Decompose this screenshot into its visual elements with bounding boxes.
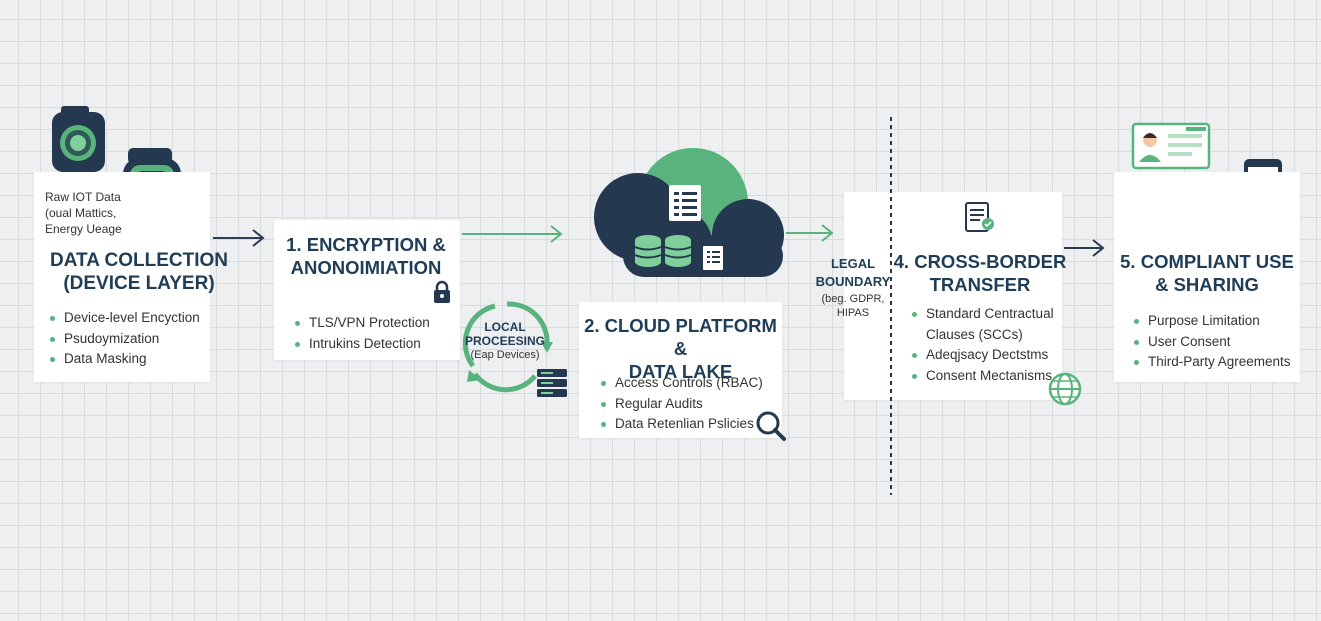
encryption-title: 1. ENCRYPTION & ANONOIMIATION bbox=[286, 234, 446, 278]
arrow-icon bbox=[213, 229, 265, 247]
arrow-icon bbox=[786, 224, 834, 242]
cross-border-title: 4. CROSS-BORDER TRANSFER bbox=[893, 251, 1067, 295]
arrow-icon bbox=[1064, 239, 1105, 257]
encryption-bullets: TLS/VPN Protection Intrukins Detection bbox=[293, 313, 430, 354]
server-icon bbox=[537, 369, 567, 397]
legal-boundary-subtitle: (beg. GDPR, HIPAS bbox=[821, 293, 885, 319]
data-collection-title: DATA COLLECTION (DEVICE LAYER) bbox=[49, 250, 228, 294]
bullet-item: Regular Audits bbox=[599, 394, 763, 415]
bullet-item: Third-Party Agreements bbox=[1132, 352, 1291, 373]
legal-boundary-card bbox=[844, 192, 892, 400]
bullet-item: Purpose Limitation bbox=[1132, 311, 1291, 332]
compliant-use-card bbox=[1114, 172, 1300, 382]
document-icon bbox=[669, 185, 701, 221]
cloud-platform-card bbox=[579, 302, 782, 438]
user-profile-icon bbox=[1131, 122, 1211, 170]
local-processing-title: LOCAL PROCEESING bbox=[464, 320, 545, 348]
compliant-use-title: 5. COMPLIANT USE & SHARING bbox=[1120, 251, 1294, 295]
database-icon bbox=[634, 235, 662, 267]
bullet-item: Data Retenlian Pslicies bbox=[599, 414, 763, 435]
cross-border-bullets: Standard Centractual Clauses (SCCs) Adeq… bbox=[910, 304, 1054, 386]
bullet-item: TLS/VPN Protection bbox=[293, 313, 430, 334]
bullet-item: Consent Mectanisms bbox=[910, 366, 1054, 387]
document-icon bbox=[965, 202, 994, 232]
bullet-item: Access Controls (RBAC) bbox=[599, 373, 763, 394]
data-collection-card bbox=[34, 172, 210, 382]
bullet-item: Data Masking bbox=[48, 349, 200, 370]
bullet-item: Psudoymization bbox=[48, 329, 200, 350]
arrow-icon bbox=[462, 225, 563, 243]
bullet-item: User Consent bbox=[1132, 332, 1291, 353]
fitness-tracker-icon bbox=[52, 106, 105, 178]
globe-icon bbox=[1048, 372, 1082, 406]
legal-boundary-label: LEGAL BOUNDARY (beg. GDPR, HIPAS bbox=[812, 255, 894, 320]
compliant-use-bullets: Purpose Limitation User Consent Third-Pa… bbox=[1132, 311, 1291, 373]
raw-iot-label-line: (oual Mattics, bbox=[45, 206, 117, 220]
bullet-item: Adeqjsacy Dectstms bbox=[910, 345, 1054, 366]
bullet-item: Standard Centractual Clauses (SCCs) bbox=[910, 304, 1054, 345]
encryption-card bbox=[274, 220, 460, 360]
cloud-platform-bullets: Access Controls (RBAC) Regular Audits Da… bbox=[599, 373, 763, 435]
raw-iot-label-line: Energy Ueage bbox=[45, 222, 122, 236]
document-icon bbox=[703, 246, 723, 270]
bullet-item: Device-level Encyction bbox=[48, 308, 200, 329]
magnifier-icon bbox=[756, 411, 786, 441]
legal-boundary-line bbox=[890, 117, 892, 495]
local-processing-subtitle: (Eap Devices) bbox=[470, 349, 540, 361]
bullet-item: Intrukins Detection bbox=[293, 334, 430, 355]
cycle-arrows-icon bbox=[462, 301, 553, 393]
local-processing-label: LOCAL PROCEESING (Eap Devices) bbox=[455, 320, 555, 362]
cloud-data-lake-illustration bbox=[594, 148, 784, 277]
padlock-icon bbox=[434, 280, 450, 303]
cloud-platform-title: 2. CLOUD PLATFORM & DATA LAKE bbox=[584, 315, 777, 382]
database-icon bbox=[664, 235, 692, 267]
legal-boundary-title: LEGAL BOUNDARY bbox=[815, 256, 891, 289]
raw-iot-label-line: Raw IOT Data bbox=[45, 190, 121, 204]
data-collection-bullets: Device-level Encyction Psudoymization Da… bbox=[48, 308, 200, 370]
raw-iot-data-label: Raw IOT Data (oual Mattics, Energy Ueage bbox=[45, 189, 122, 237]
